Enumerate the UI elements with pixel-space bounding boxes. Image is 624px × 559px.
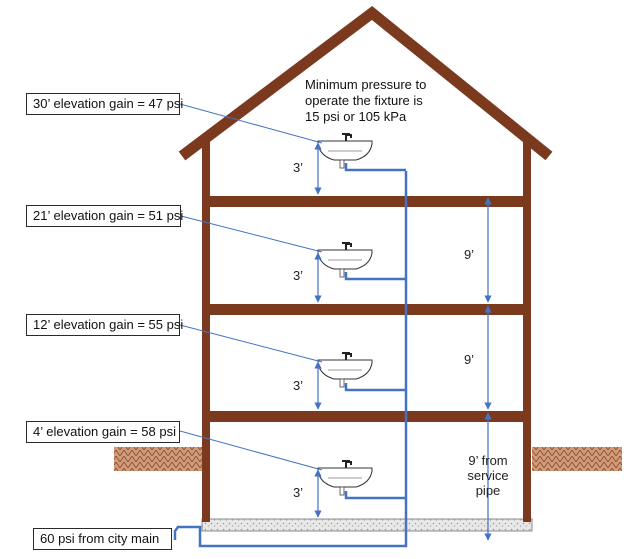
branch-pipe-2 (344, 383, 406, 392)
leader-line (180, 215, 323, 253)
floor-height-label: 9’ (463, 247, 475, 262)
branch-pipe-1 (344, 491, 406, 500)
ground-left (114, 447, 202, 471)
sink-icon (317, 352, 373, 388)
callout-12ft-elevation: 12’ elevation gain = 55 psi (26, 314, 183, 336)
callout-21ft-elevation: 21’ elevation gain = 51 psi (26, 205, 183, 227)
fixture-height-label: 3’ (292, 160, 304, 175)
sink-icon (317, 133, 373, 169)
fixture-height-label: 3’ (292, 268, 304, 283)
left-wall (202, 140, 210, 522)
branch-pipe-4 (344, 163, 406, 172)
fixture-height-label: 3’ (292, 378, 304, 393)
floor-height-label: 9’ (463, 352, 475, 367)
ground-right (532, 447, 622, 471)
sink-icon (317, 242, 373, 278)
right-wall (523, 140, 531, 522)
fixture-height-label: 3’ (292, 485, 304, 500)
floor-3 (202, 196, 531, 207)
riser-pipe (173, 171, 408, 548)
leader-line (179, 103, 323, 144)
minimum-pressure-note: Minimum pressure to operate the fixture … (305, 77, 427, 124)
callout-4ft-elevation: 4’ elevation gain = 58 psi (26, 421, 180, 443)
floor-1 (202, 411, 531, 422)
callout-30ft-elevation: 30’ elevation gain = 47 psi (26, 93, 183, 115)
floor-2 (202, 304, 531, 315)
sink-icon (317, 460, 373, 496)
leader-line (179, 430, 323, 471)
branch-pipe-3 (344, 272, 406, 281)
callout-city-main: 60 psi from city main (33, 528, 172, 550)
leader-line (179, 324, 323, 363)
foundation-slab (201, 518, 533, 532)
roof (178, 6, 553, 161)
service-height-label: 9’ from service pipe (467, 453, 509, 498)
